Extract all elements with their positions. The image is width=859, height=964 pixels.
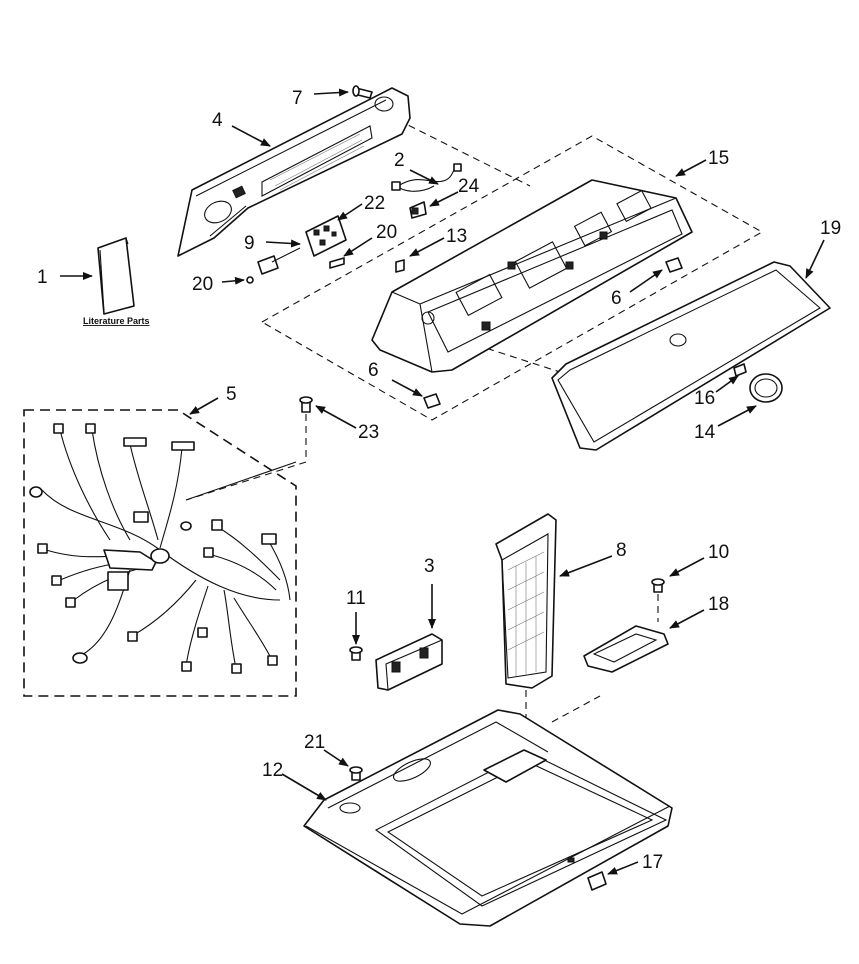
callout-19: 19 xyxy=(820,218,841,239)
control-board-22[interactable] xyxy=(305,215,347,257)
callout-3: 3 xyxy=(424,556,435,577)
callout-12: 12 xyxy=(262,760,283,781)
wire-harness-2[interactable] xyxy=(391,163,462,192)
bracket-3[interactable] xyxy=(375,633,443,691)
leader-15-to-19 xyxy=(429,329,561,373)
console-bezel-19[interactable] xyxy=(551,261,831,451)
leader-23 xyxy=(185,414,307,501)
screw-11[interactable] xyxy=(349,646,363,661)
screw-10[interactable] xyxy=(651,578,665,593)
clip-6-upper[interactable] xyxy=(665,257,683,273)
ring-14[interactable] xyxy=(749,373,783,403)
switch-24[interactable] xyxy=(409,201,427,219)
screw-21[interactable] xyxy=(349,766,363,781)
literature-caption: Literature Parts xyxy=(83,316,150,326)
callout-4: 4 xyxy=(212,110,223,131)
literature-parts[interactable]: Literature Parts xyxy=(83,237,150,326)
screw-20-a[interactable] xyxy=(329,257,345,269)
main-wire-harness-5[interactable] xyxy=(29,423,297,674)
callout-5: 5 xyxy=(226,384,237,405)
screw-7[interactable] xyxy=(352,85,373,99)
callout-21: 21 xyxy=(304,732,325,753)
screw-20-b[interactable] xyxy=(246,276,254,284)
console-group-outline xyxy=(260,135,764,421)
callout-10: 10 xyxy=(708,542,729,563)
callout-13: 13 xyxy=(446,226,467,247)
callout-6-lower: 6 xyxy=(368,360,379,381)
callout-2: 2 xyxy=(394,150,405,171)
callout-24: 24 xyxy=(458,176,480,197)
callout-18: 18 xyxy=(708,594,729,615)
callout-8: 8 xyxy=(616,540,627,561)
callout-7: 7 xyxy=(292,88,303,109)
dryer-top-12[interactable] xyxy=(303,709,673,927)
clip-6-lower[interactable] xyxy=(423,393,441,409)
callout-22: 22 xyxy=(364,193,385,214)
knob-shaft-9[interactable] xyxy=(257,247,301,275)
callout-16: 16 xyxy=(694,388,715,409)
callout-20-a: 20 xyxy=(376,222,397,243)
callout-9: 9 xyxy=(244,233,255,254)
lint-screen-8[interactable] xyxy=(495,513,557,689)
console-back-panel[interactable] xyxy=(177,87,411,257)
callout-20-b: 20 xyxy=(192,274,213,295)
console-15[interactable] xyxy=(371,179,693,373)
harness-box-outline xyxy=(23,409,297,697)
callout-6-upper: 6 xyxy=(611,288,622,309)
lint-cover-18[interactable] xyxy=(583,625,669,673)
screw-23[interactable] xyxy=(299,396,313,413)
leader-4-to-15 xyxy=(397,119,531,187)
callout-15: 15 xyxy=(708,148,729,169)
callout-11: 11 xyxy=(346,588,366,609)
badge-17[interactable] xyxy=(567,857,607,891)
callout-17: 17 xyxy=(642,852,663,873)
callout-arrows xyxy=(60,88,825,875)
lens-16[interactable] xyxy=(733,363,747,377)
clip-13[interactable] xyxy=(395,259,405,273)
callout-14: 14 xyxy=(694,422,716,443)
callout-1: 1 xyxy=(37,267,48,288)
callout-23: 23 xyxy=(358,422,379,443)
